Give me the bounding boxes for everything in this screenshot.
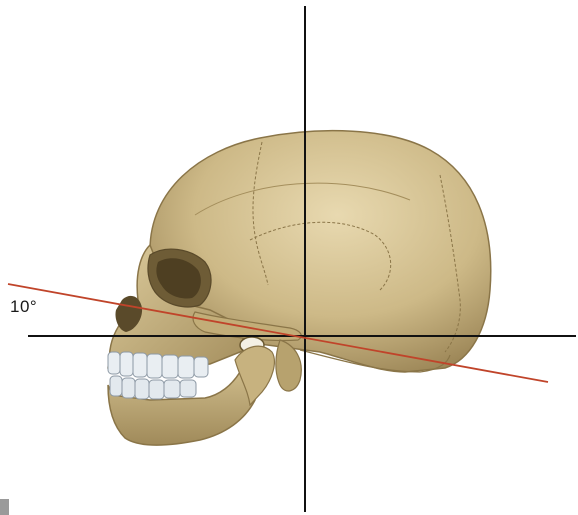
corner-mark xyxy=(0,499,9,515)
angle-label: 10° xyxy=(10,297,37,317)
lower-teeth xyxy=(110,376,196,399)
skull-lateral-view xyxy=(108,131,491,445)
